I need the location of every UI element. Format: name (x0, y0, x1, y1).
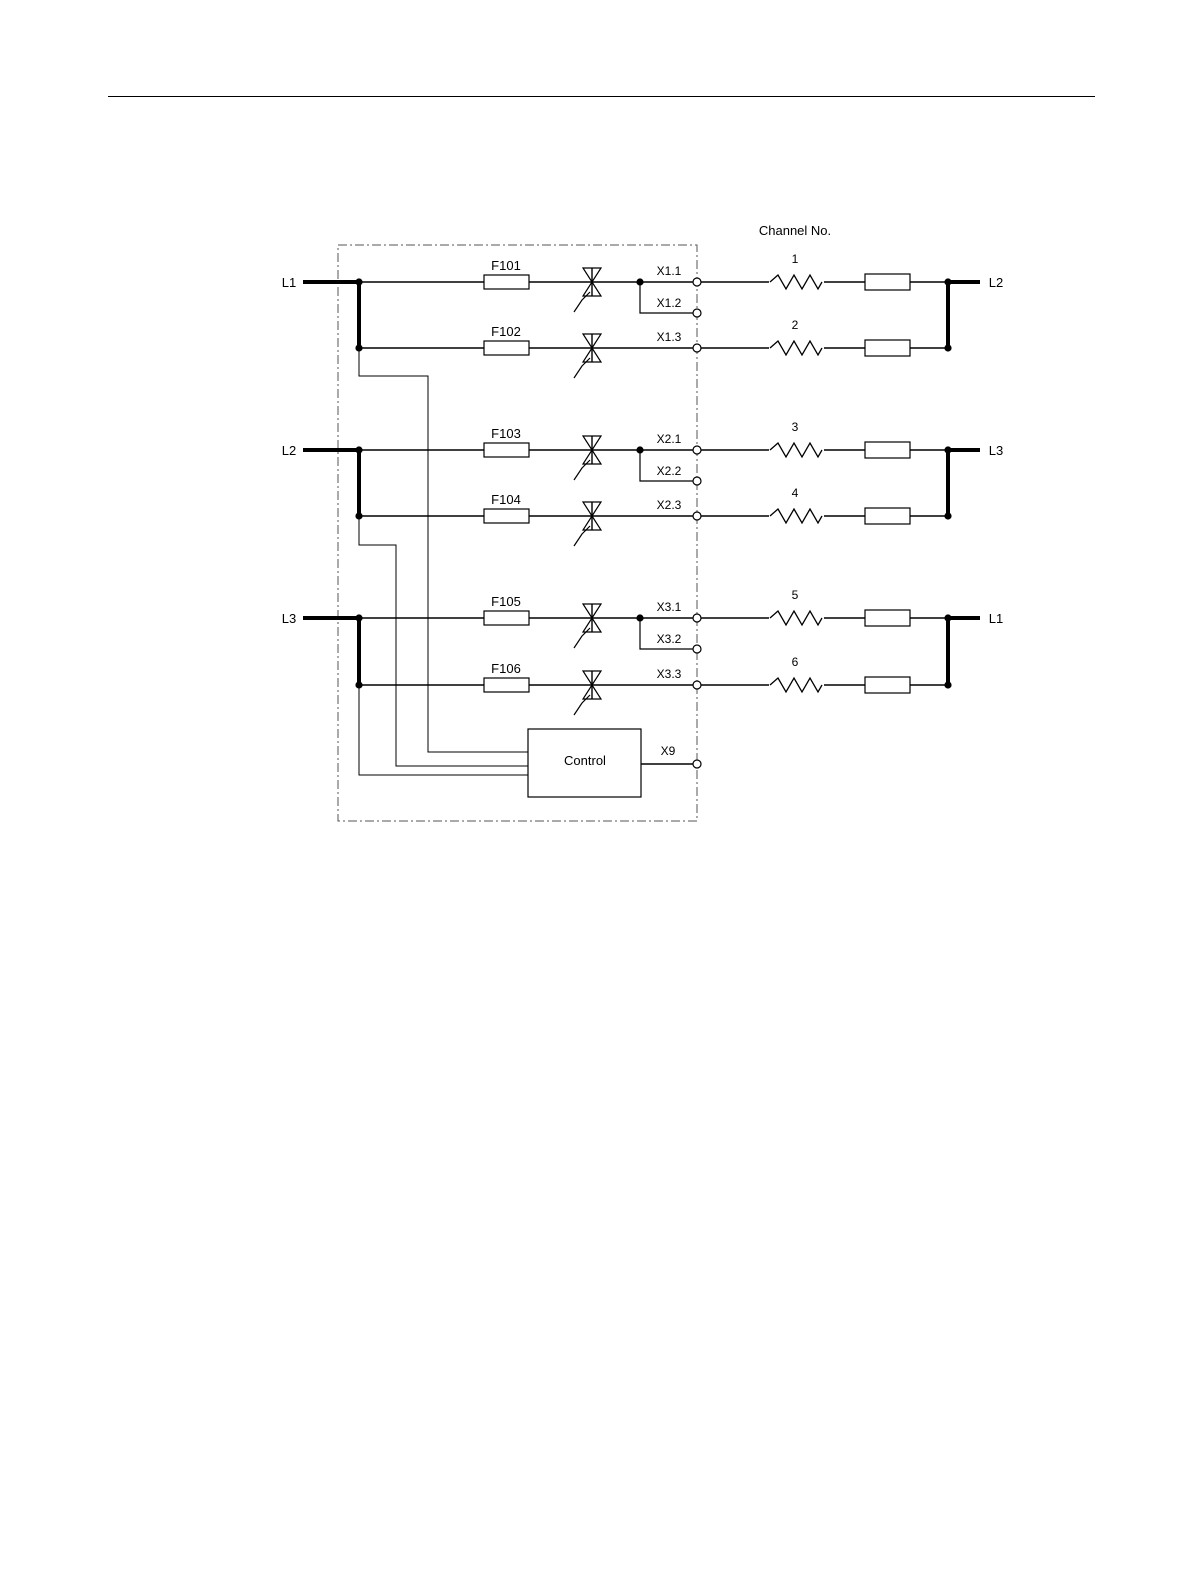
load-fuse-symbol (865, 340, 910, 356)
aux-terminal-label: X1.2 (657, 296, 682, 310)
terminal-label: X1.3 (657, 330, 682, 344)
thyristor-gate (574, 695, 590, 715)
thyristor-gate (574, 526, 590, 546)
junction-dot (636, 446, 643, 453)
channel-number: 2 (792, 318, 799, 332)
fuse-symbol (484, 678, 529, 692)
output-terminal (693, 512, 701, 520)
output-terminal (693, 278, 701, 286)
channel-number: 4 (792, 486, 799, 500)
aux-terminal (693, 309, 701, 317)
channel-number: 1 (792, 252, 799, 266)
terminal-label: X3.3 (657, 667, 682, 681)
output-phase-label: L1 (989, 611, 1003, 626)
fuse-symbol (484, 275, 529, 289)
terminal-x9 (693, 760, 701, 768)
output-phase-label: L2 (989, 275, 1003, 290)
fuse-label: F102 (491, 324, 521, 339)
terminal-label: X2.1 (657, 432, 682, 446)
control-terminal-label: X9 (661, 744, 676, 758)
thyristor-gate (574, 358, 590, 378)
control-block: Control X9 (528, 729, 701, 797)
fuse-label: F106 (491, 661, 521, 676)
thyristor-gate (574, 628, 590, 648)
input-phase-label: L3 (282, 611, 296, 626)
terminal-label: X1.1 (657, 264, 682, 278)
fuse-label: F103 (491, 426, 521, 441)
load-fuse-symbol (865, 677, 910, 693)
fuse-label: F104 (491, 492, 521, 507)
aux-terminal-label: X2.2 (657, 464, 682, 478)
fuse-symbol (484, 443, 529, 457)
fuse-label: F101 (491, 258, 521, 273)
input-phase-label: L2 (282, 443, 296, 458)
terminal-label: X2.3 (657, 498, 682, 512)
terminal-label: X3.1 (657, 600, 682, 614)
fuse-symbol (484, 509, 529, 523)
aux-terminal-label: X3.2 (657, 632, 682, 646)
fuse-symbol (484, 611, 529, 625)
junction-dot (636, 614, 643, 621)
thyristor-gate (574, 460, 590, 480)
channel-number: 3 (792, 420, 799, 434)
junction-dot (944, 681, 951, 688)
junction-dot (636, 278, 643, 285)
load-fuse-symbol (865, 610, 910, 626)
load-fuse-symbol (865, 508, 910, 524)
thyristor-gate (574, 292, 590, 312)
output-terminal (693, 614, 701, 622)
control-label: Control (564, 753, 606, 768)
output-terminal (693, 344, 701, 352)
output-terminal (693, 681, 701, 689)
load-fuse-symbol (865, 442, 910, 458)
junction-dot (944, 512, 951, 519)
fuse-symbol (484, 341, 529, 355)
fuse-label: F105 (491, 594, 521, 609)
load-fuse-symbol (865, 274, 910, 290)
aux-terminal (693, 477, 701, 485)
channel-number: 5 (792, 588, 799, 602)
control-signal-wires (359, 348, 528, 775)
aux-terminal (693, 645, 701, 653)
output-phase-label: L3 (989, 443, 1003, 458)
junction-dot (944, 344, 951, 351)
channel-number: 6 (792, 655, 799, 669)
channel-header: Channel No. (759, 223, 831, 238)
input-phase-label: L1 (282, 275, 296, 290)
output-terminal (693, 446, 701, 454)
